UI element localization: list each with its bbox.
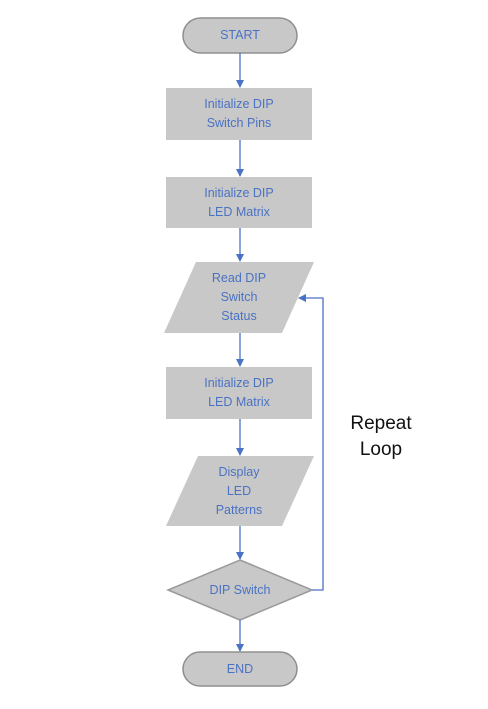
init-matrix-process-1 bbox=[166, 177, 312, 228]
read-status-label: Read DIP Switch Status bbox=[211, 271, 267, 323]
start-label: START bbox=[220, 28, 260, 42]
end-label: END bbox=[226, 661, 254, 676]
init-pins-label: Initialize DIP Switch Pins bbox=[204, 97, 274, 130]
init-pins-process bbox=[166, 88, 312, 140]
display-patterns-io bbox=[166, 456, 314, 526]
decision-label: DIP Switch bbox=[209, 582, 271, 597]
init-matrix-label-1: Initialize DIP LED Matrix bbox=[204, 185, 274, 219]
repeat-loop-arrow bbox=[298, 294, 324, 591]
repeat-loop-label: Repeat Loop bbox=[350, 413, 412, 460]
init-matrix-label-2: Initialize DIP LED Matrix bbox=[204, 376, 274, 409]
init-matrix-process-2 bbox=[166, 367, 312, 419]
end-terminal bbox=[182, 651, 298, 687]
read-status-io bbox=[164, 262, 314, 333]
display-patterns-label: Display LED Patterns bbox=[215, 464, 263, 517]
